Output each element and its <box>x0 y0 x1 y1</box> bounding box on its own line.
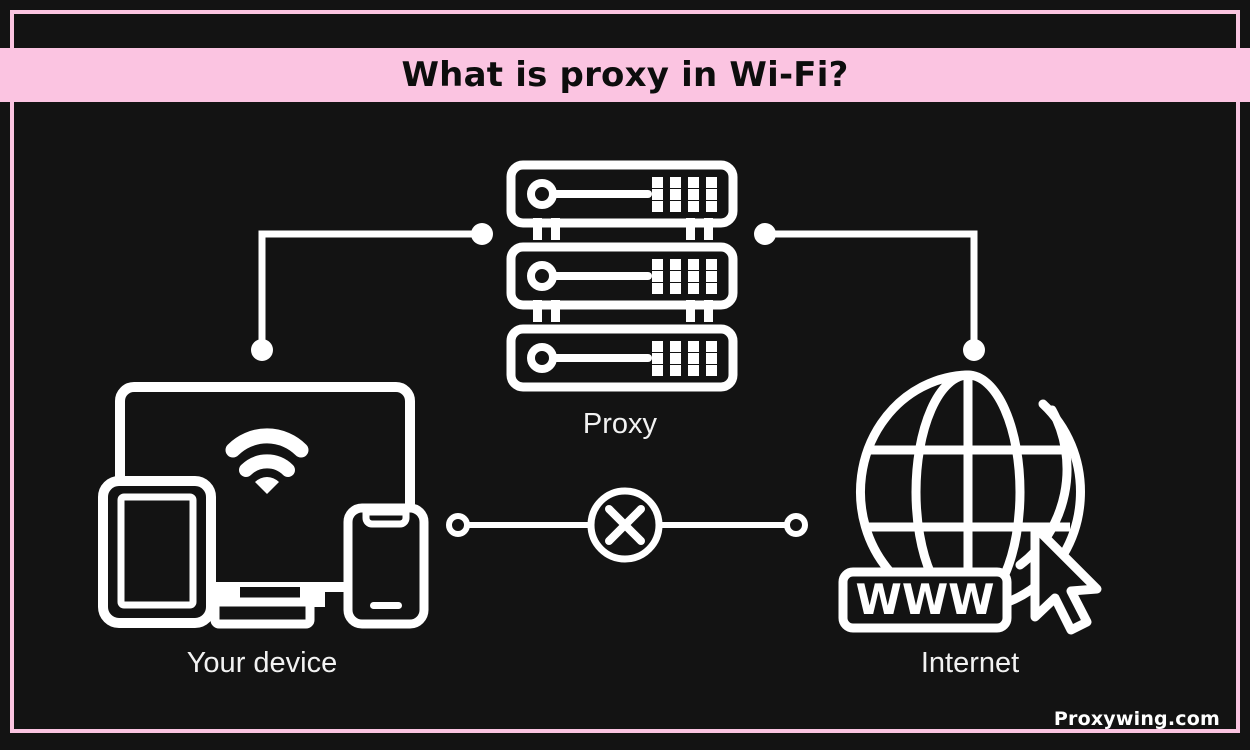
www-badge: WWW <box>838 567 1012 633</box>
connector-endpoint-ring <box>784 513 808 537</box>
server-rack-icon[interactable] <box>506 160 738 392</box>
phone-icon <box>343 503 429 629</box>
connector-line <box>765 230 978 350</box>
blocked-x-circle-icon <box>587 487 663 563</box>
rack-unit-1 <box>506 160 738 228</box>
node-label-your-device: Your device <box>186 647 338 679</box>
www-badge-text: WWW <box>856 575 995 624</box>
cursor-arrow-icon <box>1030 522 1102 635</box>
connector-proxy-to-internet[interactable] <box>754 223 985 361</box>
connector-line <box>258 230 482 350</box>
devices-wifi-icon[interactable] <box>98 382 429 629</box>
title-banner: What is proxy in Wi-Fi? <box>0 48 1250 102</box>
node-label-proxy: Proxy <box>582 408 658 440</box>
wifi-icon <box>225 428 309 494</box>
globe-www-icon[interactable]: WWW <box>838 370 1102 635</box>
connector-endpoint-dot <box>471 223 493 245</box>
connector-endpoint-dot <box>963 339 985 361</box>
tablet-icon <box>98 476 216 628</box>
connector-device-to-proxy[interactable] <box>251 223 493 361</box>
connector-endpoint-dot <box>754 223 776 245</box>
connector-endpoint-ring <box>446 513 470 537</box>
connector-device-to-internet-blocked[interactable] <box>446 487 808 563</box>
watermark-text: Proxywing.com <box>1053 708 1220 730</box>
rack-unit-3 <box>506 324 738 392</box>
rack-legs <box>533 218 713 322</box>
page-title: What is proxy in Wi-Fi? <box>401 55 849 95</box>
rack-unit-2 <box>506 242 738 310</box>
node-label-internet: Internet <box>920 647 1020 679</box>
connector-endpoint-dot <box>251 339 273 361</box>
